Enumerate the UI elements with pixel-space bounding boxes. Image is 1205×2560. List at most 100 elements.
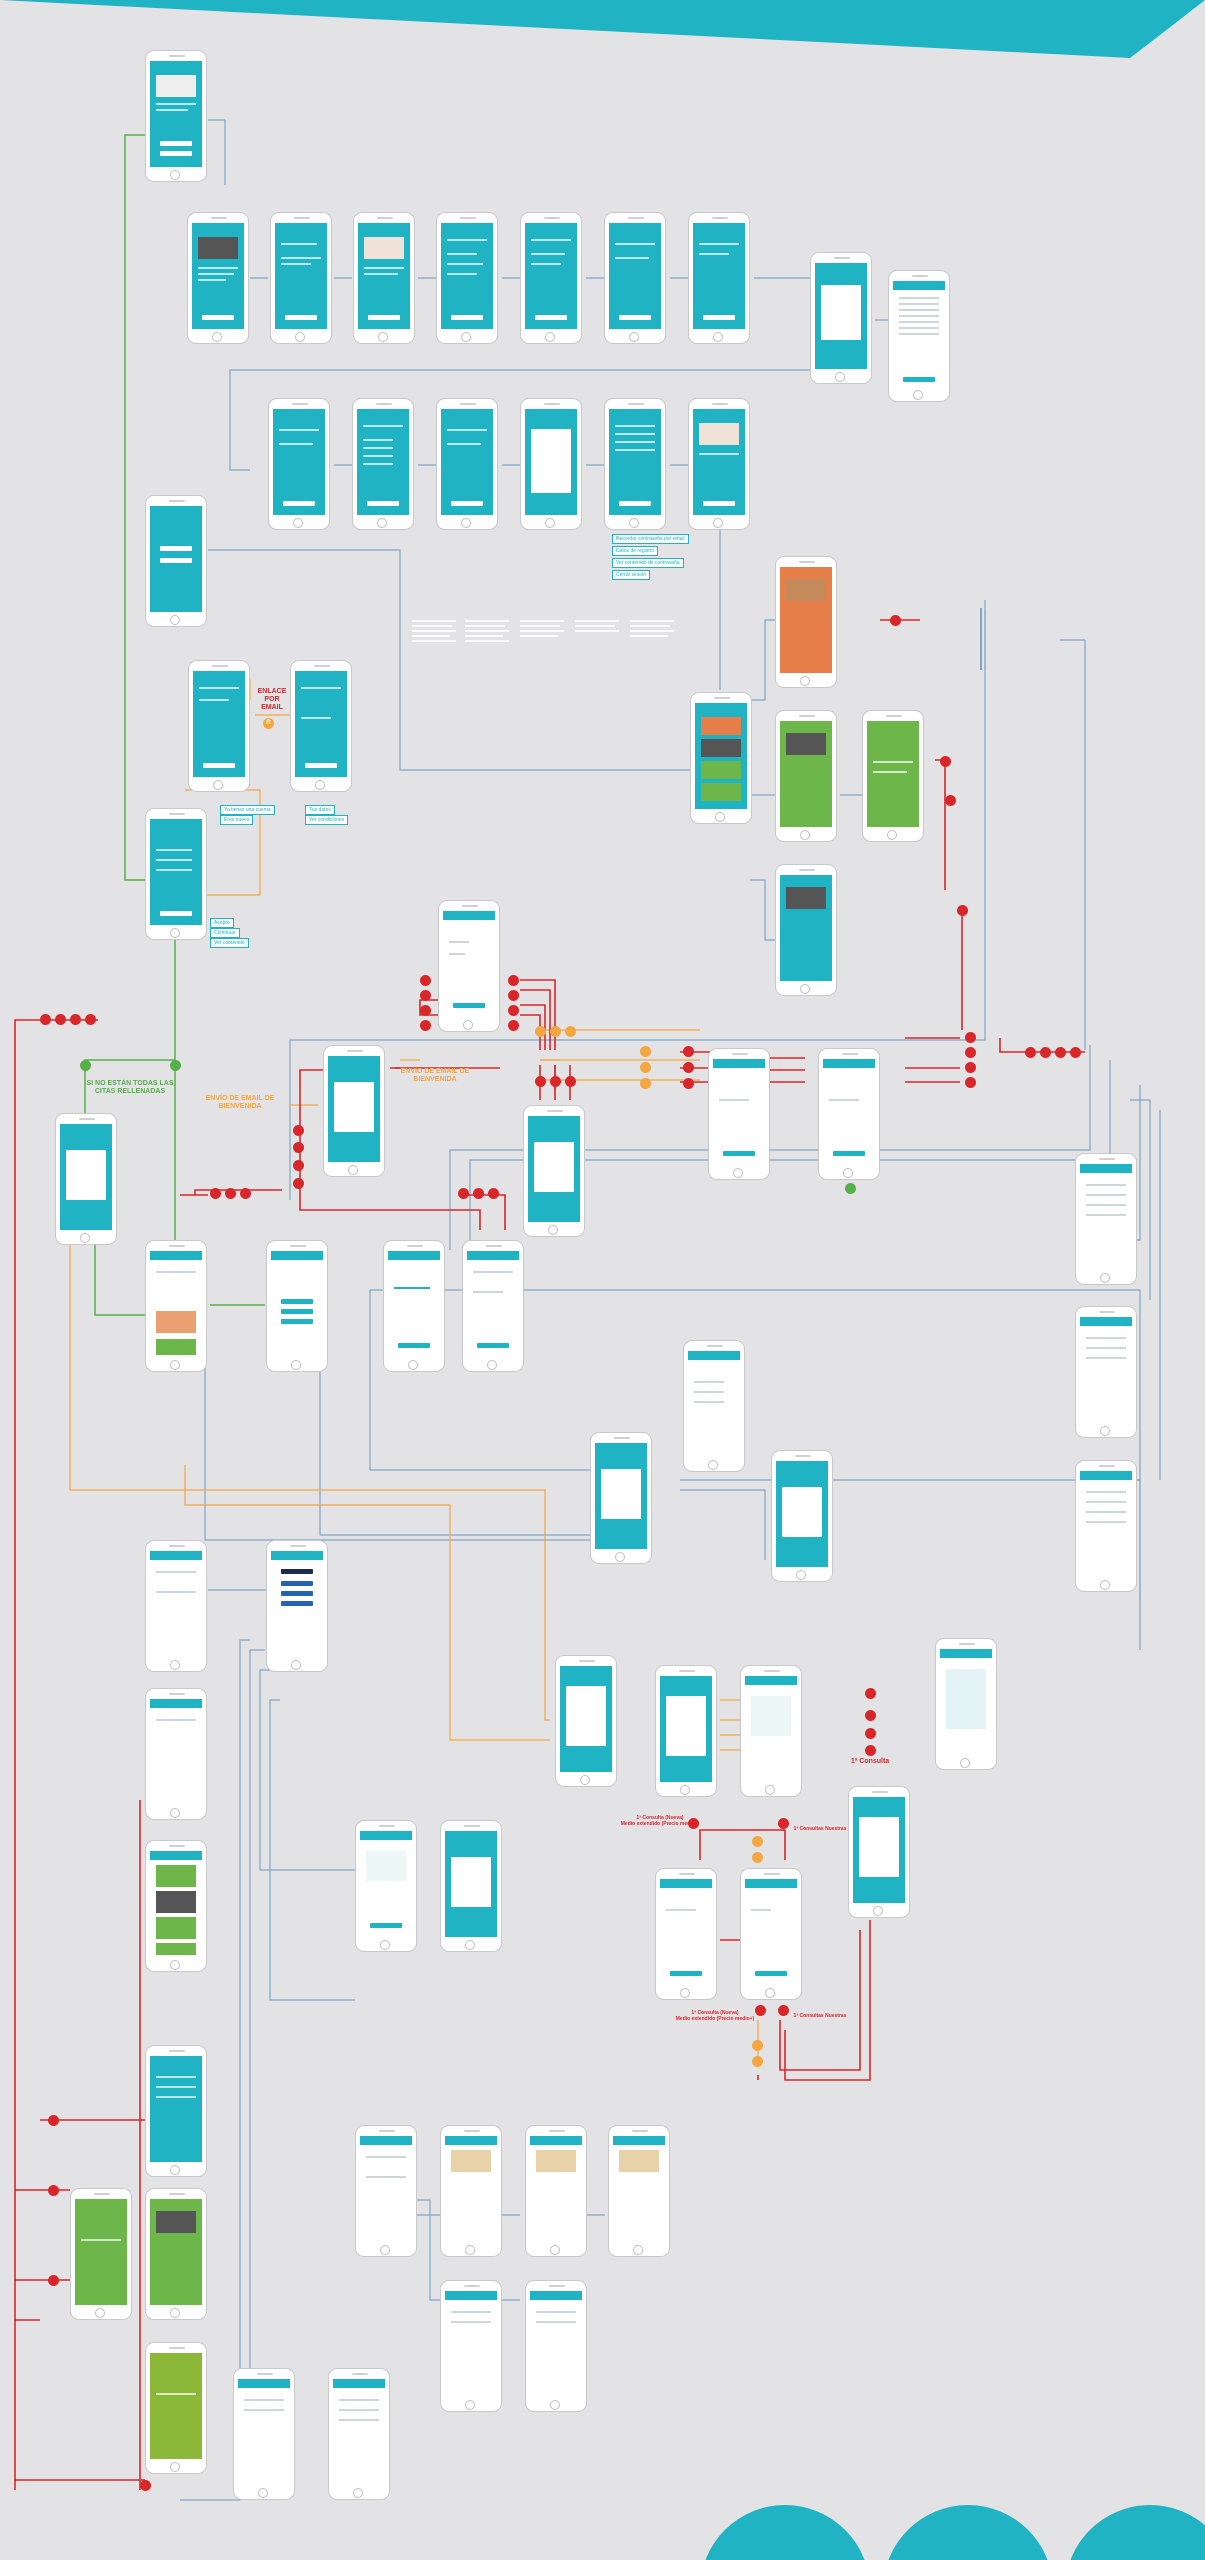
phone-menu [266, 1540, 328, 1672]
marker-red [683, 1046, 694, 1057]
enlace-email-marker: R [263, 718, 274, 729]
marker-red [890, 615, 901, 626]
marker-red [293, 1178, 304, 1189]
phone-article-b [328, 2368, 390, 2500]
phone-onboard-1 [187, 212, 249, 344]
phone-card-form [655, 1868, 717, 2000]
phone-booking-b [655, 1665, 717, 1797]
marker-green [80, 1060, 91, 1071]
phone-onboard-12 [604, 398, 666, 530]
marker-orange [640, 1078, 651, 1089]
phone-payment [438, 900, 500, 1032]
marker-orange [535, 1026, 546, 1037]
tag-side4: Ver condiciones [305, 815, 349, 825]
marker-red [945, 795, 956, 806]
phone-nutritionists [145, 1540, 207, 1672]
phone-terms-text [888, 270, 950, 402]
phone-card-green [862, 710, 924, 842]
marker-orange [550, 1026, 561, 1037]
phone-register [145, 808, 207, 940]
phone-reminder [55, 1113, 117, 1245]
phone-list-a [1075, 1153, 1137, 1285]
tag-side2: Eres nuevo [220, 815, 254, 825]
label-si-no-estan: SI NO ESTÁN TODAS LAS CITAS RELLENADAS [86, 1080, 174, 1095]
marker-red [550, 1076, 561, 1087]
marker-red [965, 1062, 976, 1073]
phone-onboard-8 [268, 398, 330, 530]
phone-onboard-6 [604, 212, 666, 344]
marker-red [865, 1745, 876, 1756]
phone-new-pass [290, 660, 352, 792]
marker-green [170, 1060, 181, 1071]
annotation-block-4 [575, 620, 625, 635]
tag-side6: Continuar [210, 928, 240, 938]
marker-red [210, 1188, 221, 1199]
marker-red [1070, 1047, 1081, 1058]
tag-side3: Tus datos [305, 805, 335, 815]
phone-chart [355, 1820, 417, 1952]
phone-recipe-b [525, 2125, 587, 2257]
marker-red [565, 1076, 576, 1087]
phone-splash [145, 50, 207, 182]
phone-onboard-10 [436, 398, 498, 530]
phone-recipe-c [608, 2125, 670, 2257]
marker-red [1025, 1047, 1036, 1058]
marker-red [420, 975, 431, 986]
marker-red [535, 1076, 546, 1087]
marker-orange [565, 1026, 576, 1037]
tag-reg5: Ver contenido [210, 938, 249, 948]
phone-food-list-b [525, 2280, 587, 2412]
annotation-block-2 [465, 620, 515, 645]
label-envio-email-left: ENVÍO DE EMAIL DE BIENVENIDA [205, 1095, 275, 1110]
tag-reg1: Recordar contraseña por email [612, 534, 689, 544]
marker-red [1055, 1047, 1066, 1058]
marker-red [508, 975, 519, 986]
phone-questions [462, 1240, 524, 1372]
phone-booking-a [555, 1655, 617, 1787]
marker-red [957, 905, 968, 916]
marker-red [48, 2115, 59, 2126]
marker-orange [752, 2040, 763, 2051]
marker-red [48, 2185, 59, 2196]
marker-orange [752, 2056, 763, 2067]
marker-red [488, 1188, 499, 1199]
marker-red [420, 1005, 431, 1016]
phone-forgot-pass [188, 660, 250, 792]
marker-red [508, 1005, 519, 1016]
marker-red [70, 1014, 81, 1025]
phone-welcome-b [523, 1105, 585, 1237]
phone-confirm [848, 1786, 910, 1918]
marker-red [778, 2005, 789, 2016]
marker-red [940, 756, 951, 767]
marker-red [240, 1188, 251, 1199]
phone-card-photo [775, 710, 837, 842]
label-primera-consulta-right: 1ª Consultas Nuestras [793, 1826, 847, 1832]
label-segunda-consulta-right: 1ª Consultas Nuestras [793, 2013, 847, 2019]
phone-chart-modal [440, 1820, 502, 1952]
marker-red [85, 1014, 96, 1025]
marker-red [508, 1020, 519, 1031]
phone-article-a [233, 2368, 295, 2500]
phone-cards-list [145, 1840, 207, 1972]
marker-red [473, 1188, 484, 1199]
phone-pay-b [818, 1048, 880, 1180]
tag-reg2: Datos de registro [612, 546, 659, 556]
phone-paypal [740, 1868, 802, 2000]
marker-red [225, 1188, 236, 1199]
marker-red [458, 1188, 469, 1199]
marker-red [755, 2005, 766, 2016]
marker-red [48, 2275, 59, 2286]
marker-red [865, 1710, 876, 1721]
marker-red [965, 1047, 976, 1058]
phone-card-orange [775, 556, 837, 688]
phone-onboard-9 [352, 398, 414, 530]
phone-onboard-5 [520, 212, 582, 344]
phone-green-a [70, 2188, 132, 2320]
marker-red [1040, 1047, 1051, 1058]
phone-profile-edit [771, 1450, 833, 1582]
phone-list-c [1075, 1460, 1137, 1592]
marker-red [293, 1160, 304, 1171]
phone-card-teal [775, 864, 837, 996]
phone-profile [683, 1340, 745, 1472]
marker-red [683, 1078, 694, 1089]
